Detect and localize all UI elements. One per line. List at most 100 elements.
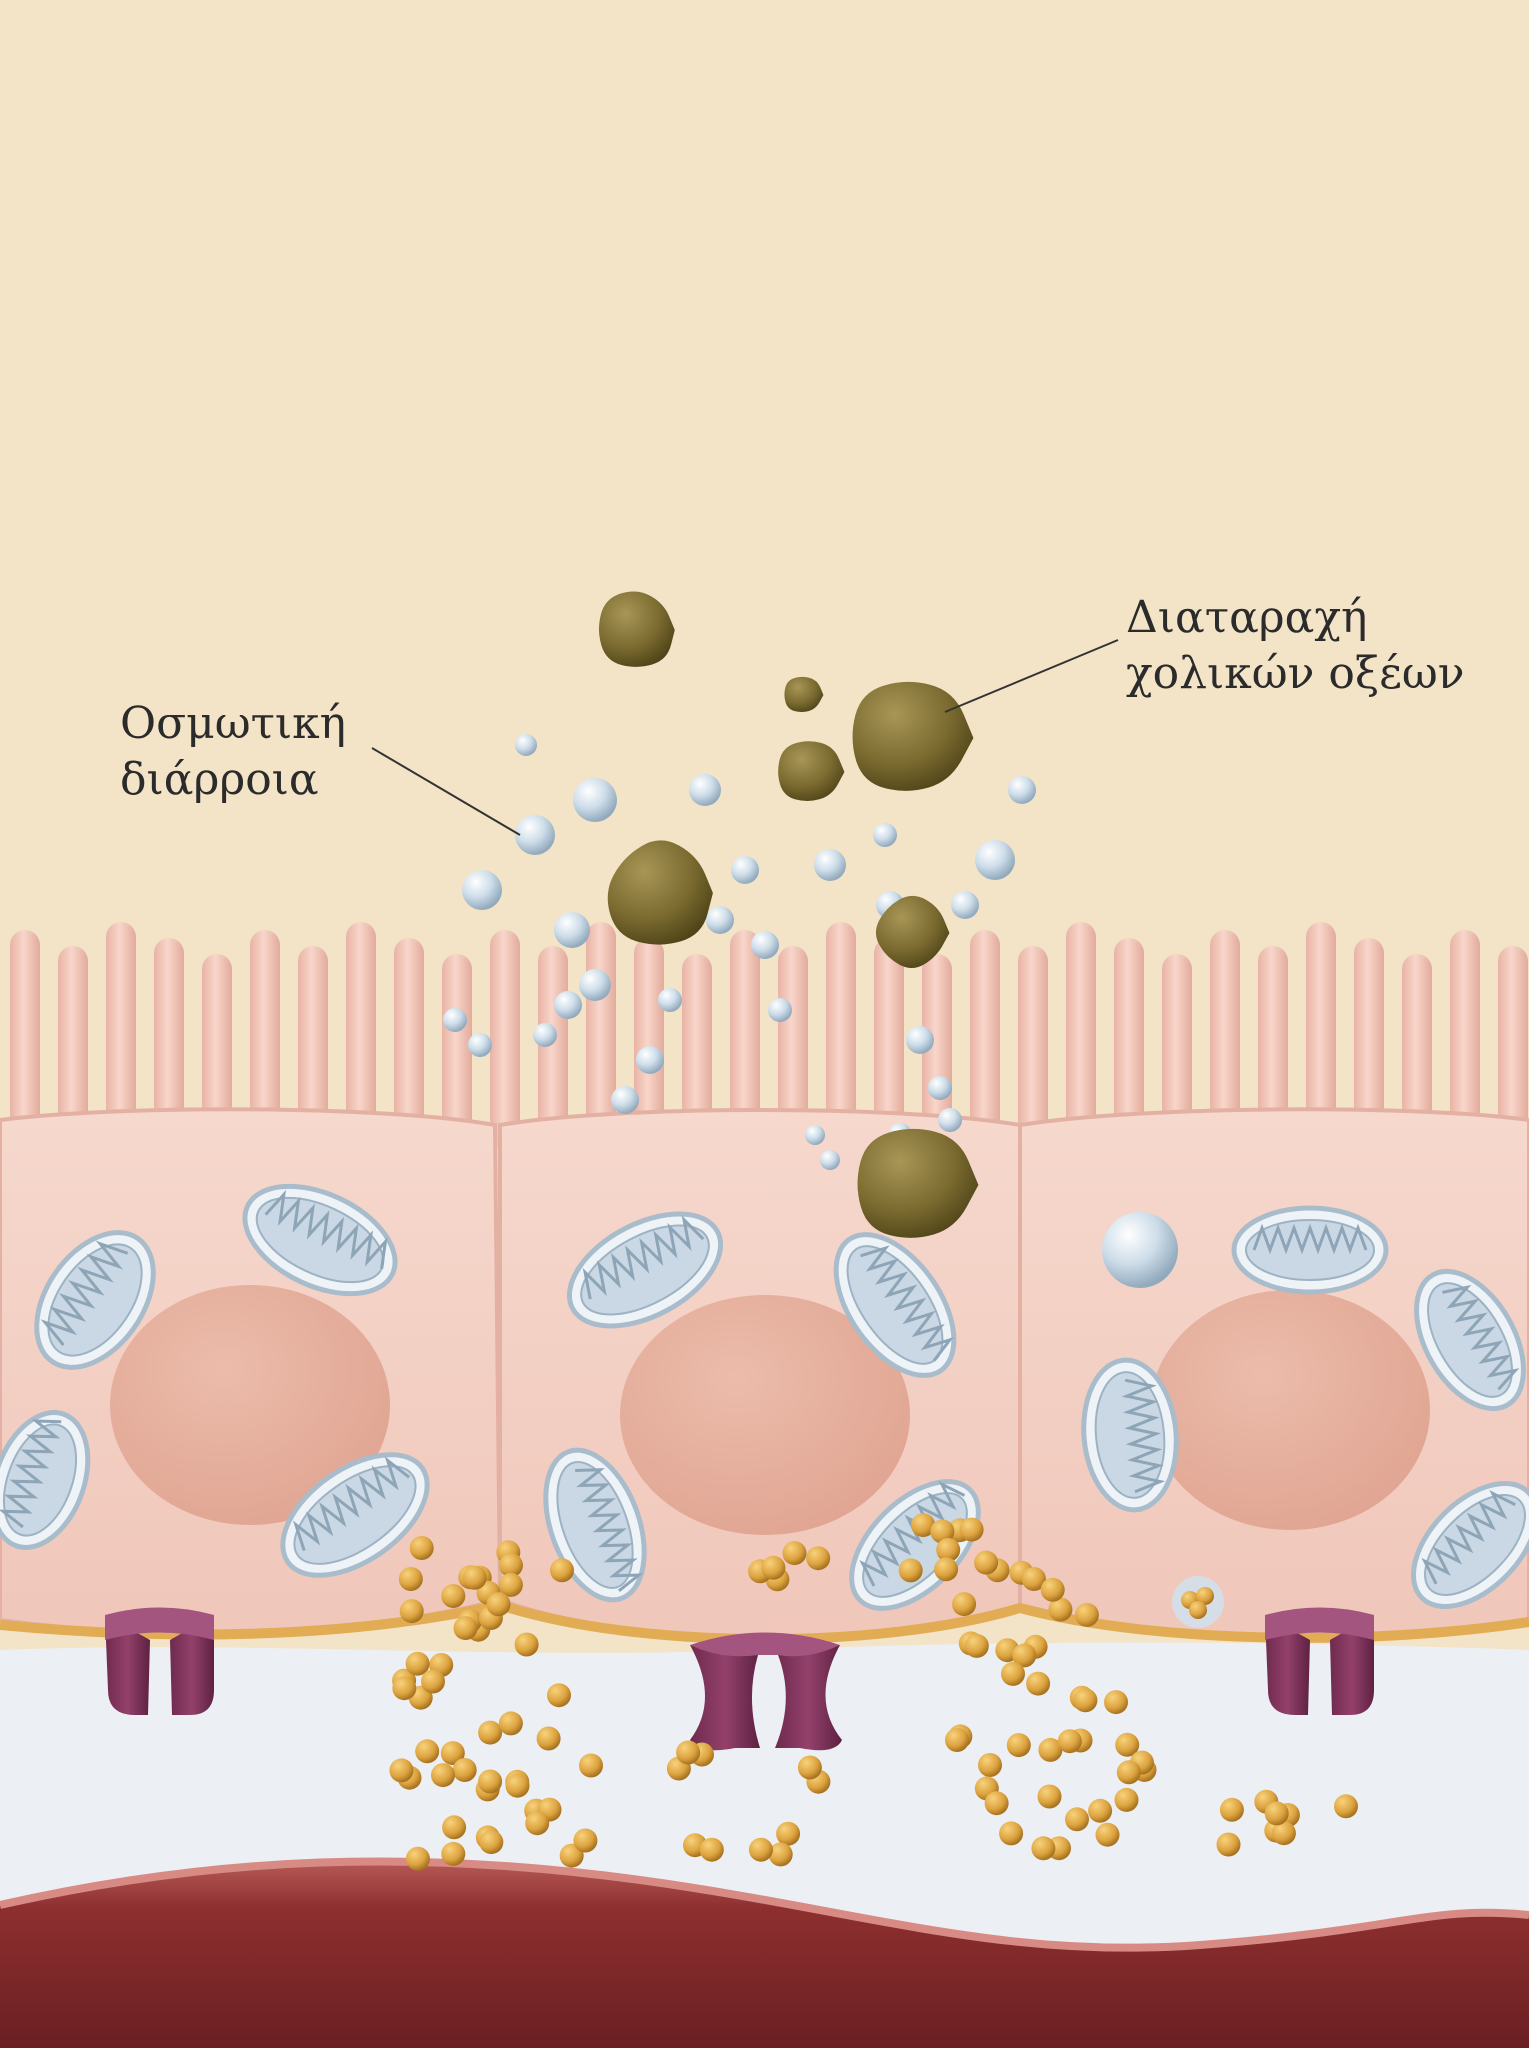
water-molecule: [579, 969, 611, 1001]
ion-particle: [514, 1632, 539, 1657]
water-molecule: [951, 891, 979, 919]
nucleus-3: [1150, 1290, 1430, 1530]
water-molecule: [751, 931, 779, 959]
ion-particle: [399, 1599, 424, 1624]
bile-acid-particle: [852, 681, 974, 791]
microvillus: [106, 922, 136, 1150]
water-molecule: [533, 1023, 557, 1047]
microvillus: [394, 938, 424, 1150]
ion-particle: [453, 1616, 478, 1641]
ion-particle: [525, 1811, 550, 1836]
ion-particle: [1104, 1690, 1128, 1715]
ion-particle: [984, 1791, 1009, 1816]
mitochondrion: [833, 1232, 957, 1378]
water-molecule: [1008, 776, 1036, 804]
ion-particle: [498, 1572, 523, 1597]
ion-particle: [911, 1513, 936, 1538]
nuclei: [110, 1285, 1430, 1535]
ion-particle: [547, 1683, 571, 1708]
ion-particle: [999, 1821, 1024, 1846]
water-molecule: [515, 734, 537, 756]
water-molecule: [689, 774, 721, 806]
intracellular-vesicle: [1102, 1212, 1178, 1288]
mitochondrion: [242, 1183, 398, 1297]
ion-particle: [964, 1633, 989, 1658]
microvillus: [1354, 938, 1384, 1150]
ion-particle: [978, 1753, 1002, 1777]
water-molecule: [554, 912, 590, 948]
ion-particle: [768, 1842, 793, 1867]
microvillus: [1306, 922, 1336, 1150]
ion-particle: [1037, 1784, 1062, 1809]
water-molecule: [658, 988, 682, 1012]
microvillus: [1114, 938, 1144, 1150]
microvillus: [682, 954, 712, 1150]
water-molecule: [938, 1108, 962, 1132]
leader-line-osmotic: [371, 747, 521, 836]
label-osmotic-line-2: διάρροια: [120, 754, 319, 805]
ion-particle: [505, 1773, 530, 1798]
microvillus: [1018, 946, 1048, 1150]
microvillus: [58, 946, 88, 1150]
ion-particle: [398, 1567, 423, 1591]
leader-line-bile: [944, 639, 1119, 713]
ion-particle: [936, 1537, 961, 1562]
ion-particle: [1115, 1732, 1140, 1757]
water-molecule: [975, 840, 1015, 880]
ion-particle: [1116, 1760, 1141, 1785]
ion-particle: [441, 1841, 466, 1866]
ion-particle: [1040, 1577, 1065, 1602]
microvillus: [346, 922, 376, 1150]
ion-particle: [452, 1758, 477, 1782]
transporter-channels: [105, 1607, 1374, 1751]
bile-acid-particle: [598, 591, 675, 667]
blood-vessel: [0, 1861, 1529, 2048]
microvillus: [778, 946, 808, 1150]
microvillus: [730, 930, 760, 1150]
microvillus: [1210, 930, 1240, 1150]
water-molecule: [768, 998, 792, 1022]
ion-particle: [1057, 1729, 1082, 1754]
bile-acid-particles: [598, 591, 979, 1238]
microvillus: [1498, 946, 1528, 1150]
mitochondrion: [1081, 1357, 1179, 1513]
water-molecule: [928, 1076, 952, 1100]
water-molecule: [468, 1033, 492, 1057]
microvillus: [1258, 946, 1288, 1150]
label-bile-acid-disorder: Διαταραχή χολικών οξέων: [1126, 590, 1465, 702]
ion-particle: [478, 1769, 503, 1794]
ion-particle: [1006, 1733, 1031, 1758]
water-molecule: [906, 1026, 934, 1054]
mitochondrion: [1414, 1268, 1526, 1412]
ion-particle: [1271, 1821, 1296, 1846]
ion-particle: [959, 1517, 984, 1542]
nucleus-1: [110, 1285, 390, 1525]
microvilli-brush-border: [10, 922, 1528, 1150]
ion-particle: [536, 1726, 561, 1751]
ion-particle: [478, 1720, 503, 1745]
water-molecule: [443, 1008, 467, 1032]
ion-particle: [415, 1739, 440, 1764]
ion-particle: [1114, 1787, 1139, 1812]
microvillus: [1450, 930, 1480, 1150]
ion-particle: [498, 1711, 523, 1736]
ion-particle: [974, 1550, 999, 1575]
mitochondrion: [849, 1479, 981, 1611]
microvillus: [970, 930, 1000, 1150]
ion-particle: [1074, 1602, 1099, 1627]
water-molecule: [706, 906, 734, 934]
ion-vesicle: [1172, 1576, 1224, 1628]
ion-particle: [462, 1565, 487, 1590]
ion-particles: [389, 1513, 1358, 1871]
transporter-channel-1: [105, 1607, 214, 1715]
ion-particle: [1065, 1807, 1089, 1832]
ion-particle: [409, 1536, 434, 1560]
ion-particle: [806, 1546, 831, 1571]
microvillus: [1402, 954, 1432, 1150]
microvillus: [442, 954, 472, 1150]
ion-particle: [573, 1828, 598, 1853]
ion-particle: [441, 1584, 466, 1608]
water-molecule: [731, 856, 759, 884]
ion-particle: [479, 1830, 504, 1855]
ion-particle: [930, 1519, 955, 1544]
